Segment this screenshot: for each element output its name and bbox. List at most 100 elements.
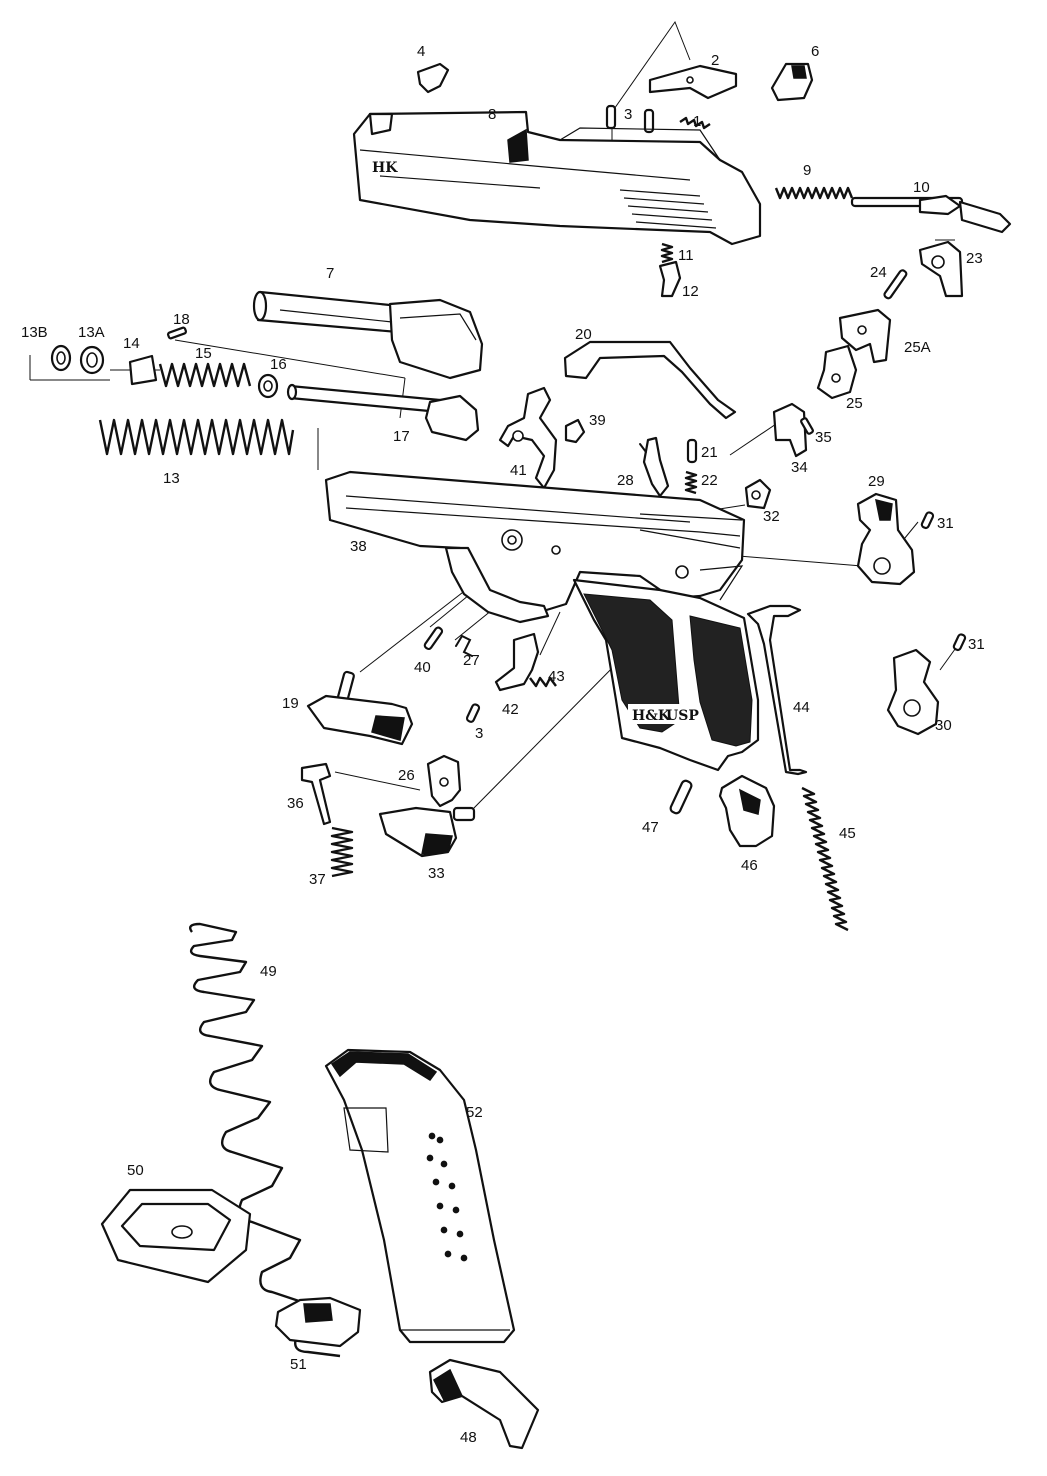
callout-11: 11 bbox=[678, 247, 694, 264]
callout-19: 19 bbox=[282, 695, 299, 712]
callout-22: 22 bbox=[701, 472, 718, 489]
part-43-spring bbox=[529, 676, 557, 688]
callout-24: 24 bbox=[870, 264, 887, 281]
callout-43: 43 bbox=[548, 668, 565, 685]
part-14-bushing bbox=[128, 354, 158, 386]
part-30-shape bbox=[886, 648, 940, 736]
part-19-lever bbox=[306, 670, 414, 746]
callout-14: 14 bbox=[123, 335, 140, 352]
part-37-spring bbox=[330, 826, 354, 878]
part-29-hammer bbox=[856, 492, 916, 586]
callout-46: 46 bbox=[741, 857, 758, 874]
callout-27: 27 bbox=[463, 652, 480, 669]
callout-40: 40 bbox=[414, 659, 431, 676]
part-52-magazine bbox=[324, 1048, 516, 1344]
callout-26: 26 bbox=[398, 767, 415, 784]
part-4-shape bbox=[416, 62, 450, 94]
callout-18: 18 bbox=[173, 311, 190, 328]
callout-7: 7 bbox=[326, 265, 335, 282]
callout-38: 38 bbox=[350, 538, 367, 555]
part-25a-shape bbox=[838, 308, 892, 364]
part-45-spring bbox=[801, 786, 849, 932]
part-31-pin-upper bbox=[920, 511, 935, 530]
part-50-floorplate bbox=[100, 1188, 252, 1284]
part-38-frame bbox=[324, 470, 746, 624]
callout-16: 16 bbox=[270, 356, 287, 373]
part-31-pin-lower bbox=[952, 633, 967, 652]
callout-30: 30 bbox=[935, 717, 952, 734]
callout-34: 34 bbox=[791, 459, 808, 476]
part-33-lever bbox=[378, 806, 476, 858]
callout-6: 6 bbox=[811, 43, 820, 60]
part-11-spring bbox=[660, 242, 674, 264]
callout-32: 32 bbox=[763, 508, 780, 525]
part-41-shape bbox=[498, 386, 558, 490]
grip-model: USP bbox=[666, 708, 699, 724]
callout-13a: 13A bbox=[78, 324, 105, 341]
part-18-pin bbox=[166, 326, 188, 340]
grip-logo: H&K bbox=[632, 708, 671, 724]
callout-31-upper: 31 bbox=[937, 515, 954, 532]
callout-48: 48 bbox=[460, 1429, 477, 1446]
callout-28: 28 bbox=[617, 472, 634, 489]
callout-4: 4 bbox=[417, 43, 426, 60]
part-40-pin bbox=[423, 626, 444, 651]
callout-12: 12 bbox=[682, 283, 699, 300]
part-48-part bbox=[428, 1358, 540, 1450]
callout-31-lower: 31 bbox=[968, 636, 985, 653]
part-13-spring bbox=[98, 418, 295, 456]
callout-39: 39 bbox=[589, 412, 606, 429]
part-15-spring bbox=[158, 362, 252, 388]
part-7-barrel bbox=[252, 290, 484, 380]
part-51-follower bbox=[274, 1296, 362, 1348]
callout-20: 20 bbox=[575, 326, 592, 343]
callout-37: 37 bbox=[309, 871, 326, 888]
callout-15: 15 bbox=[195, 345, 212, 362]
part-47-pin bbox=[669, 779, 693, 815]
part-3-pin bbox=[643, 108, 655, 134]
callout-8: 8 bbox=[488, 106, 497, 123]
callout-29: 29 bbox=[868, 473, 885, 490]
part-46-block bbox=[718, 774, 776, 848]
part-25-shape bbox=[816, 344, 858, 400]
callout-33: 33 bbox=[428, 865, 445, 882]
part-28-shape bbox=[642, 436, 670, 498]
callout-3-top: 3 bbox=[624, 106, 633, 123]
part-3-pin-upper bbox=[605, 104, 617, 130]
part-8-slide: HK bbox=[352, 110, 762, 246]
callout-17: 17 bbox=[393, 428, 410, 445]
callout-52: 52 bbox=[466, 1104, 483, 1121]
callout-51: 51 bbox=[290, 1356, 307, 1373]
callout-10: 10 bbox=[913, 179, 930, 196]
part-34-shape bbox=[772, 402, 808, 458]
callout-2: 2 bbox=[711, 52, 720, 69]
callout-13: 13 bbox=[163, 470, 180, 487]
callout-45: 45 bbox=[839, 825, 856, 842]
callout-23: 23 bbox=[966, 250, 983, 267]
callout-35: 35 bbox=[815, 429, 832, 446]
part-17-guide-rod bbox=[286, 383, 480, 442]
callout-41: 41 bbox=[510, 462, 527, 479]
callout-50: 50 bbox=[127, 1162, 144, 1179]
callout-13b: 13B bbox=[21, 324, 48, 341]
part-21-pin bbox=[686, 438, 698, 464]
part-42-shape bbox=[494, 632, 540, 692]
part-3-pin-lower bbox=[465, 703, 481, 723]
callout-47: 47 bbox=[642, 819, 659, 836]
callout-9: 9 bbox=[803, 162, 812, 179]
callout-1: 1 bbox=[693, 113, 702, 130]
callout-49: 49 bbox=[260, 963, 277, 980]
grip-panel: H&K USP bbox=[572, 578, 760, 772]
part-49-magazine-spring bbox=[189, 922, 341, 1358]
part-1-spring bbox=[679, 116, 711, 130]
callout-44: 44 bbox=[793, 699, 810, 716]
callout-21: 21 bbox=[701, 444, 718, 461]
callout-25: 25 bbox=[846, 395, 863, 412]
part-10-firing-pin bbox=[850, 194, 1012, 234]
part-9-spring bbox=[774, 186, 854, 200]
part-36-shape bbox=[300, 762, 332, 826]
callout-36: 36 bbox=[287, 795, 304, 812]
part-35-pin bbox=[800, 417, 814, 435]
